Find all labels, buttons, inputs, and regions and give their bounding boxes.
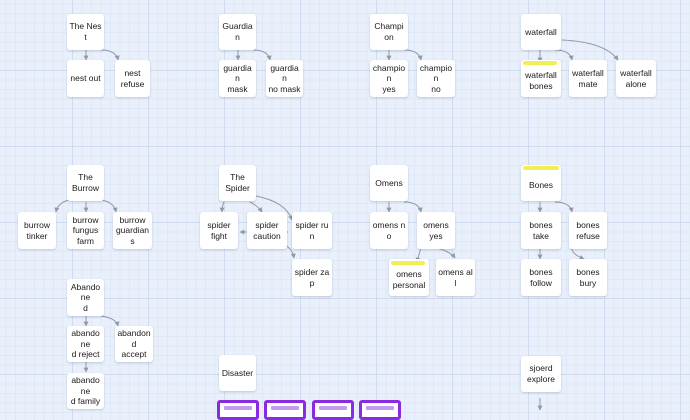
card-burrow-guardians[interactable]: burrow guardians	[113, 212, 152, 249]
card-waterfall-alone[interactable]: waterfall alone	[616, 60, 656, 97]
card-waterfall-mate[interactable]: waterfall mate	[569, 60, 607, 97]
highlight-flag	[391, 261, 425, 265]
highlight-flag	[523, 166, 559, 170]
connector-the-burrow-burrow-guardians	[100, 199, 118, 213]
card-omens-no[interactable]: omens no	[370, 212, 408, 249]
card-the-burrow[interactable]: The Burrow	[67, 165, 104, 201]
card-spider-caution[interactable]: spider caution	[247, 212, 287, 249]
card-omens-yes[interactable]: omens yes	[417, 212, 455, 249]
selected-card-placeholder[interactable]	[312, 400, 354, 420]
connector-waterfall-waterfall-mate	[554, 49, 574, 61]
card-spider-fight[interactable]: spider fight	[200, 212, 238, 249]
card-spider-zap[interactable]: spider zap	[292, 259, 332, 296]
connector-the-spider-spider-run	[255, 195, 293, 221]
card-spider-run[interactable]: spider run	[292, 212, 332, 249]
card-bones-bury[interactable]: bones bury	[569, 259, 607, 296]
card-champion-no[interactable]: champion no	[417, 60, 455, 97]
card-the-spider[interactable]: The Spider	[219, 165, 256, 201]
card-disaster[interactable]: Disaster	[219, 355, 256, 391]
card-guardian-mask[interactable]: guardian mask	[219, 60, 256, 97]
card-burrow-tinker[interactable]: burrow tinker	[18, 212, 56, 249]
connector-the-spider-spider-caution	[249, 201, 263, 213]
card-the-nest[interactable]: The Nest	[67, 14, 104, 50]
connector-waterfall-waterfall-alone	[561, 39, 619, 61]
selected-card-placeholder[interactable]	[217, 400, 259, 420]
card-abandond-accept[interactable]: abandond accept	[115, 326, 153, 362]
card-omens-personal[interactable]: omens personal	[389, 259, 429, 296]
connector-omens-yes-omens-all	[436, 247, 456, 259]
card-nest-refuse[interactable]: nest refuse	[115, 60, 150, 97]
card-guardian-no-mask[interactable]: guardian no mask	[266, 60, 303, 97]
connector-guardian-guardian-no-mask	[252, 49, 272, 61]
card-champion-yes[interactable]: champion yes	[370, 60, 408, 97]
card-guardian[interactable]: Guardian	[219, 14, 256, 50]
card-sjoerd-explore[interactable]: sjoerd explore	[521, 356, 561, 392]
card-waterfall-bones[interactable]: waterfall bones	[521, 60, 561, 97]
connector-the-burrow-burrow-tinker	[54, 199, 71, 213]
card-abandoned[interactable]: Abandone d	[67, 279, 104, 316]
card-bones-follow[interactable]: bones follow	[521, 259, 561, 296]
card-waterfall[interactable]: waterfall	[521, 14, 561, 50]
card-omens-all[interactable]: omens all	[436, 259, 475, 296]
connector-bones-refuse-bones-bury	[571, 248, 585, 260]
card-abandoned-family[interactable]: abandone d family	[67, 373, 104, 409]
connector-the-nest-nest-refuse	[100, 49, 120, 61]
connector-abandoned-abandond-accept	[100, 315, 120, 327]
card-bones-take[interactable]: bones take	[521, 212, 561, 249]
connector-the-spider-spider-fight	[219, 201, 225, 213]
card-bones-refuse[interactable]: bones refuse	[569, 212, 607, 249]
highlight-flag	[523, 61, 557, 65]
card-champion[interactable]: Champion	[370, 14, 408, 50]
selected-card-placeholder[interactable]	[264, 400, 306, 420]
card-abandoned-reject[interactable]: abandone d reject	[67, 326, 104, 362]
card-bones[interactable]: Bones	[521, 165, 561, 201]
card-burrow-fungus-farm[interactable]: burrow fungus farm	[67, 212, 104, 249]
selected-card-placeholder[interactable]	[359, 400, 401, 420]
card-omens[interactable]: Omens	[370, 165, 408, 201]
connector-bones-bones-refuse	[554, 201, 574, 213]
connector-champion-champion-no	[403, 49, 423, 61]
card-nest-out[interactable]: nest out	[67, 60, 104, 97]
connector-omens-omens-yes	[403, 201, 423, 213]
